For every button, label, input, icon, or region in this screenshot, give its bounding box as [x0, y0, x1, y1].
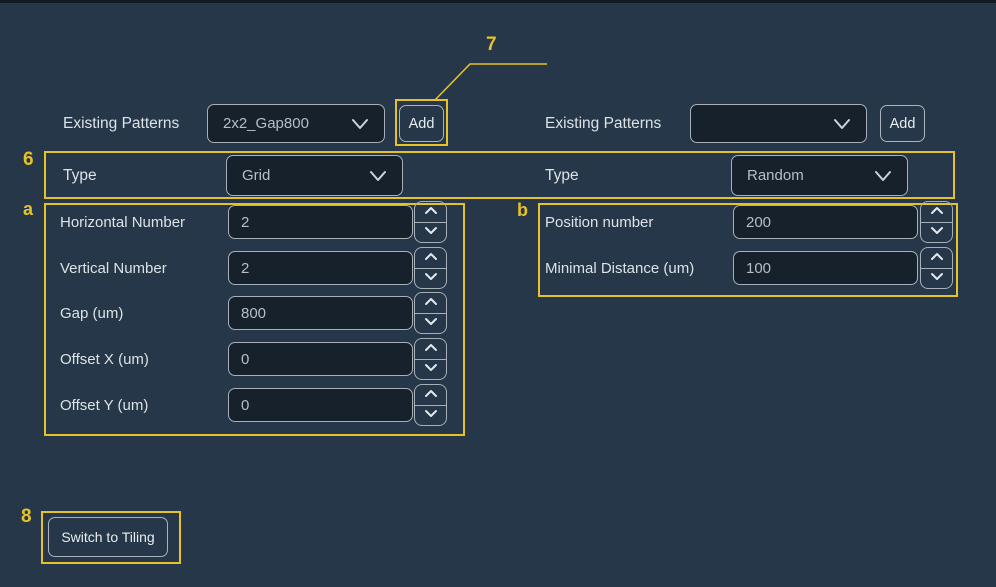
spinner-up-button[interactable] [415, 248, 446, 269]
spinner-up-button[interactable] [415, 339, 446, 360]
vertical-number-stepper [414, 247, 447, 289]
offset-x-stepper [414, 338, 447, 380]
chevron-down-icon [423, 406, 439, 424]
switch-to-tiling-label: Switch to Tiling [61, 529, 155, 545]
chevron-down-icon [367, 168, 389, 184]
spinner-up-button[interactable] [415, 202, 446, 223]
chevron-up-icon [423, 340, 439, 358]
type-select-left[interactable]: Grid [226, 155, 403, 196]
horizontal-number-input[interactable] [228, 205, 413, 239]
position-number-stepper [920, 201, 953, 243]
spinner-up-button[interactable] [415, 293, 446, 314]
type-select-right[interactable]: Random [731, 155, 908, 196]
offset-x-label: Offset X (um) [60, 350, 149, 368]
gap-input[interactable] [228, 296, 413, 330]
chevron-down-icon [872, 168, 894, 184]
switch-to-tiling-button[interactable]: Switch to Tiling [48, 517, 168, 557]
offset-y-stepper [414, 384, 447, 426]
add-pattern-button-left[interactable]: Add [399, 105, 444, 142]
chevron-up-icon [423, 294, 439, 312]
type-label-left: Type [63, 166, 97, 184]
position-number-input[interactable] [733, 205, 918, 239]
spinner-down-button[interactable] [415, 223, 446, 243]
chevron-down-icon [831, 116, 853, 132]
spinner-down-button[interactable] [921, 223, 952, 243]
spinner-down-button[interactable] [415, 406, 446, 426]
chevron-down-icon [423, 269, 439, 287]
type-selected-value-right: Random [747, 167, 804, 184]
chevron-down-icon [929, 223, 945, 241]
vertical-number-input[interactable] [228, 251, 413, 285]
annotation-label-8: 8 [21, 506, 32, 527]
existing-patterns-selected-value-left: 2x2_Gap800 [223, 115, 309, 132]
chevron-up-icon [929, 203, 945, 221]
window-top-edge [0, 0, 996, 3]
spinner-down-button[interactable] [415, 314, 446, 334]
gap-label: Gap (um) [60, 304, 124, 322]
spinner-down-button[interactable] [415, 269, 446, 289]
offset-x-input[interactable] [228, 342, 413, 376]
spinner-up-button[interactable] [921, 248, 952, 269]
horizontal-number-stepper [414, 201, 447, 243]
spinner-up-button[interactable] [415, 385, 446, 406]
chevron-up-icon [423, 386, 439, 404]
minimal-distance-input[interactable] [733, 251, 918, 285]
minimal-distance-stepper [920, 247, 953, 289]
annotation-label-6: 6 [23, 149, 34, 170]
type-label-right: Type [545, 166, 579, 184]
chevron-down-icon [423, 223, 439, 241]
existing-patterns-select-left[interactable]: 2x2_Gap800 [207, 104, 385, 143]
existing-patterns-label-right: Existing Patterns [545, 114, 662, 132]
chevron-down-icon [423, 360, 439, 378]
annotation-label-7: 7 [486, 34, 497, 55]
horizontal-number-label: Horizontal Number [60, 213, 186, 231]
spinner-down-button[interactable] [921, 269, 952, 289]
position-number-label: Position number [545, 213, 654, 231]
chevron-up-icon [423, 203, 439, 221]
annotation-leader-7 [434, 63, 547, 101]
spinner-up-button[interactable] [921, 202, 952, 223]
add-button-label: Add [889, 115, 916, 132]
type-selected-value-left: Grid [242, 167, 271, 184]
offset-y-input[interactable] [228, 388, 413, 422]
existing-patterns-label-left: Existing Patterns [63, 114, 180, 132]
add-pattern-button-right[interactable]: Add [880, 105, 925, 142]
annotation-label-b: b [517, 200, 528, 220]
annotation-label-a: a [23, 199, 34, 219]
offset-y-label: Offset Y (um) [60, 396, 149, 414]
chevron-down-icon [423, 314, 439, 332]
gap-stepper [414, 292, 447, 334]
vertical-number-label: Vertical Number [60, 259, 167, 277]
chevron-down-icon [349, 116, 371, 132]
chevron-up-icon [423, 249, 439, 267]
spinner-down-button[interactable] [415, 360, 446, 380]
existing-patterns-select-right[interactable] [690, 104, 867, 143]
minimal-distance-label: Minimal Distance (um) [545, 259, 695, 277]
chevron-down-icon [929, 269, 945, 287]
add-button-label: Add [408, 115, 435, 132]
chevron-up-icon [929, 249, 945, 267]
